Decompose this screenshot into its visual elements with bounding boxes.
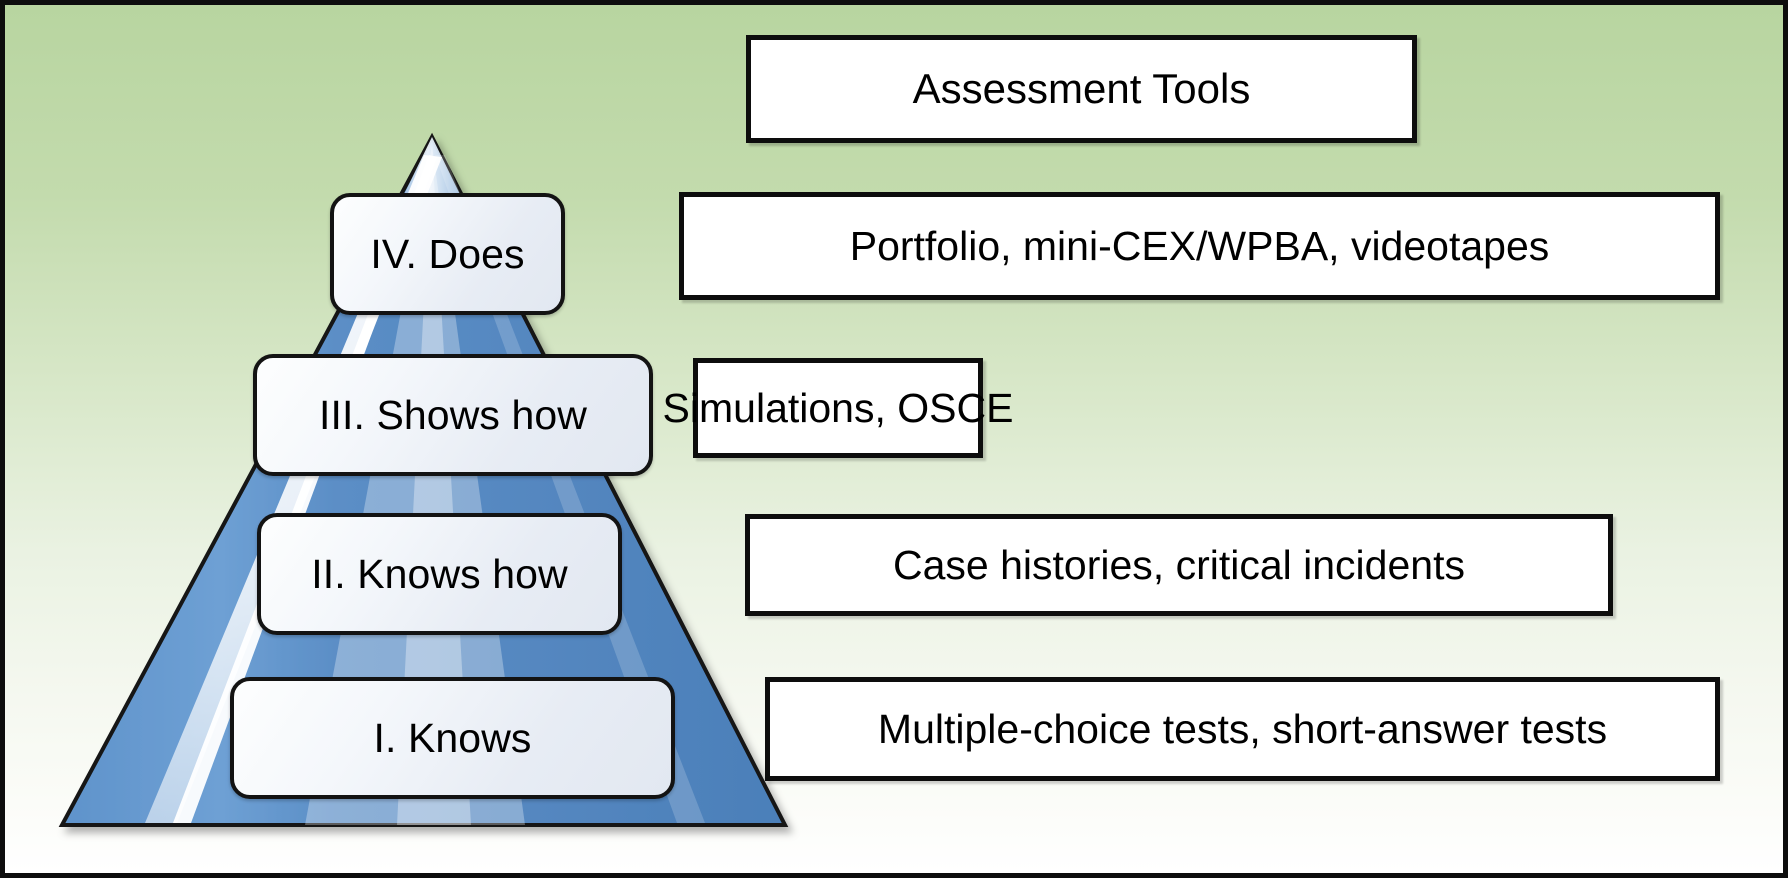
assessment-tool-level-1: Multiple-choice tests, short-answer test… [765,677,1720,781]
assessment-tool-level-4-label: Portfolio, mini-CEX/WPBA, videotapes [849,222,1550,269]
pyramid-level-3: III. Shows how [253,354,653,476]
pyramid-graphic [58,132,789,827]
assessment-tools-header: Assessment Tools [746,35,1417,143]
assessment-tools-header-label: Assessment Tools [912,65,1251,112]
pyramid-level-4-label: IV. Does [370,230,525,277]
assessment-tool-level-3-label: Simulations, OSCE [662,384,1014,431]
pyramid-level-1-label: I. Knows [373,714,532,761]
pyramid-level-2-label: II. Knows how [311,550,568,597]
assessment-tool-level-1-label: Multiple-choice tests, short-answer test… [877,705,1608,752]
assessment-tool-level-4: Portfolio, mini-CEX/WPBA, videotapes [679,192,1720,300]
pyramid-level-2: II. Knows how [257,513,622,635]
assessment-tool-level-3: Simulations, OSCE [663,358,1013,458]
assessment-tool-level-2-label: Case histories, critical incidents [893,541,1465,588]
pyramid-level-1: I. Knows [230,677,675,799]
pyramid-level-3-label: III. Shows how [318,391,588,438]
assessment-tool-level-2: Case histories, critical incidents [745,514,1613,616]
pyramid-level-4: IV. Does [330,193,565,315]
